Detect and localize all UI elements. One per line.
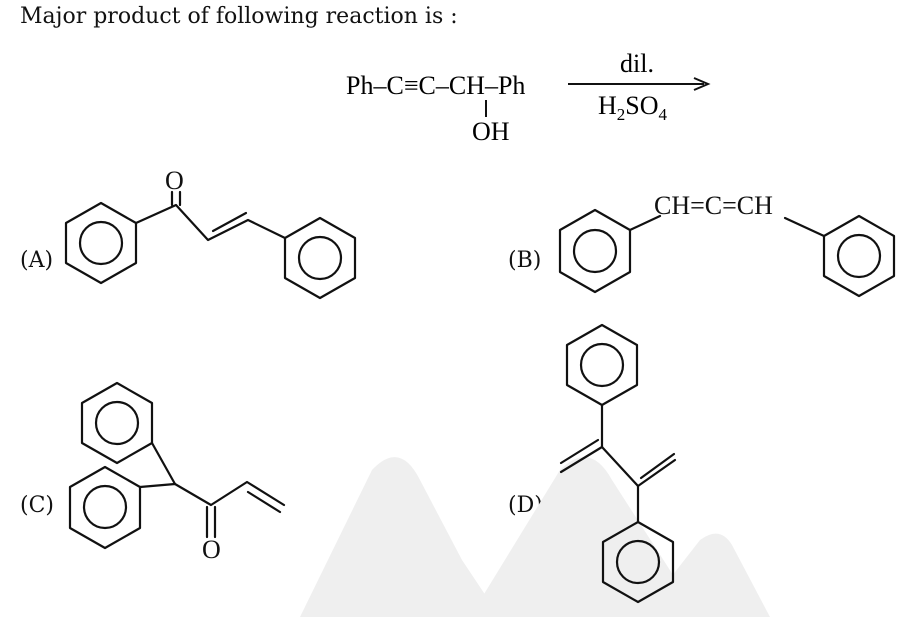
reaction-equation: Ph–C≡C–CH–Ph OH dil. H2SO4 <box>346 49 711 146</box>
option-b-structure <box>558 208 896 298</box>
aromatic-circle <box>579 342 625 388</box>
benzene-ring-icon <box>68 465 142 550</box>
aromatic-circle <box>82 484 128 530</box>
benzene-ring-icon <box>80 381 154 465</box>
aromatic-circle <box>615 539 661 585</box>
reagent-top: dil. <box>620 49 654 78</box>
oh-group: OH <box>472 117 510 146</box>
benzene-ring-icon <box>283 216 357 300</box>
aromatic-circle <box>297 235 343 281</box>
question-text: Major product of following reaction is : <box>20 4 458 29</box>
watermark-logo <box>300 457 770 617</box>
option-a-oxygen: O <box>165 166 184 195</box>
reactant-formula: Ph–C≡C–CH–Ph <box>346 71 525 100</box>
aromatic-circle <box>836 233 882 279</box>
option-b-allene-group: CH=C=CH <box>654 191 773 220</box>
option-c-oxygen: O <box>202 535 221 564</box>
option-c-structure <box>68 381 286 550</box>
aromatic-circle <box>78 220 124 266</box>
benzene-ring-icon <box>601 520 675 604</box>
benzene-ring-icon <box>565 323 639 407</box>
option-b-label[interactable]: (B) <box>508 248 542 273</box>
option-c-label[interactable]: (C) <box>20 493 54 518</box>
option-a-label[interactable]: (A) <box>20 248 54 273</box>
benzene-ring-icon <box>558 208 632 294</box>
option-d-structure <box>559 323 677 604</box>
reagent-bottom: H2SO4 <box>598 91 668 124</box>
arrow-head <box>693 77 711 91</box>
benzene-ring-icon <box>822 214 896 298</box>
benzene-ring-icon <box>64 201 138 285</box>
aromatic-circle <box>572 228 618 274</box>
option-a-structure <box>64 190 357 300</box>
aromatic-circle <box>94 400 140 446</box>
